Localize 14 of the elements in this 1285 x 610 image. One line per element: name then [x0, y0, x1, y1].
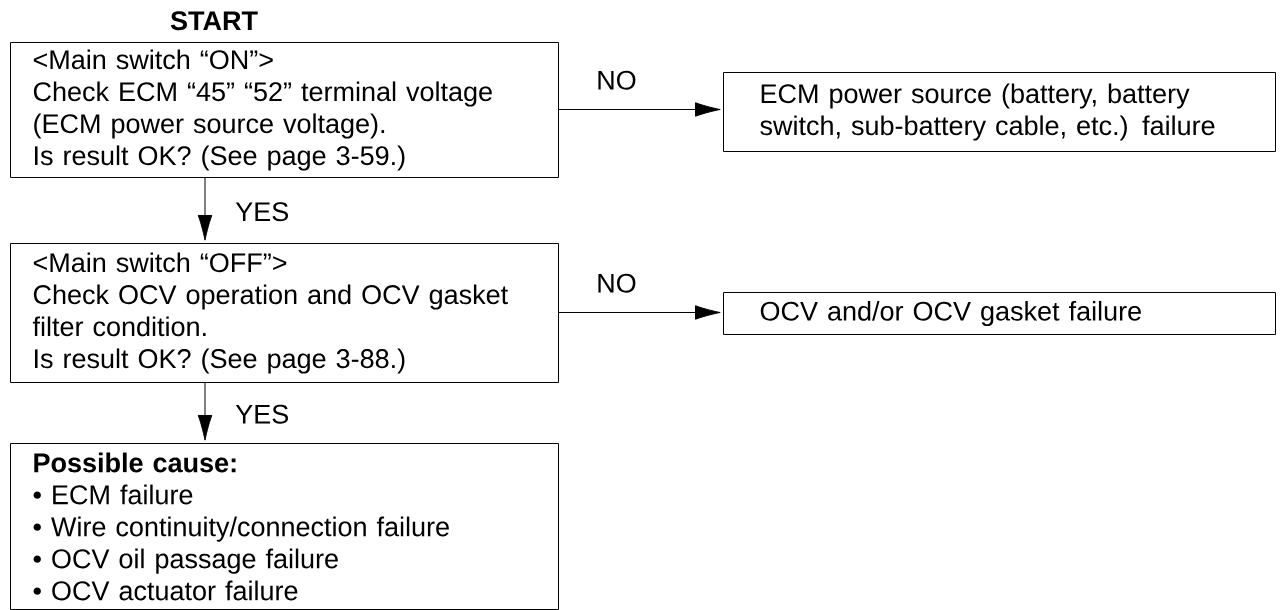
edge-label: YES — [235, 202, 288, 222]
node-label: START — [170, 11, 258, 31]
process-box: Possible cause: • ECM failure • Wire continuity/connection failure • OCV oil passage failure • OCV actuator failure — [10, 443, 559, 610]
arrow — [558, 102, 721, 117]
process-box: <Main switch “OFF”> Check OCV operation and OCV gasket filter condition. Is result OK? (See page 3-88.) — [10, 243, 559, 383]
arrow — [197, 177, 213, 241]
arrow — [197, 382, 213, 441]
edge-label: NO — [598, 70, 636, 90]
edge-label: NO — [598, 273, 636, 293]
process-box: START <Main switch “ON”> Check ECM “45” “52” terminal voltage (ECM power source voltage). Is result OK? (See page 3-59.) — [10, 11, 559, 178]
arrow — [558, 305, 721, 320]
process-box: ECM power source (battery, battery switch, sub-battery cable, etc.) failure — [723, 72, 1276, 152]
process-box: OCV and/or OCV gasket failure — [723, 292, 1276, 335]
edge-label: YES — [235, 404, 288, 424]
